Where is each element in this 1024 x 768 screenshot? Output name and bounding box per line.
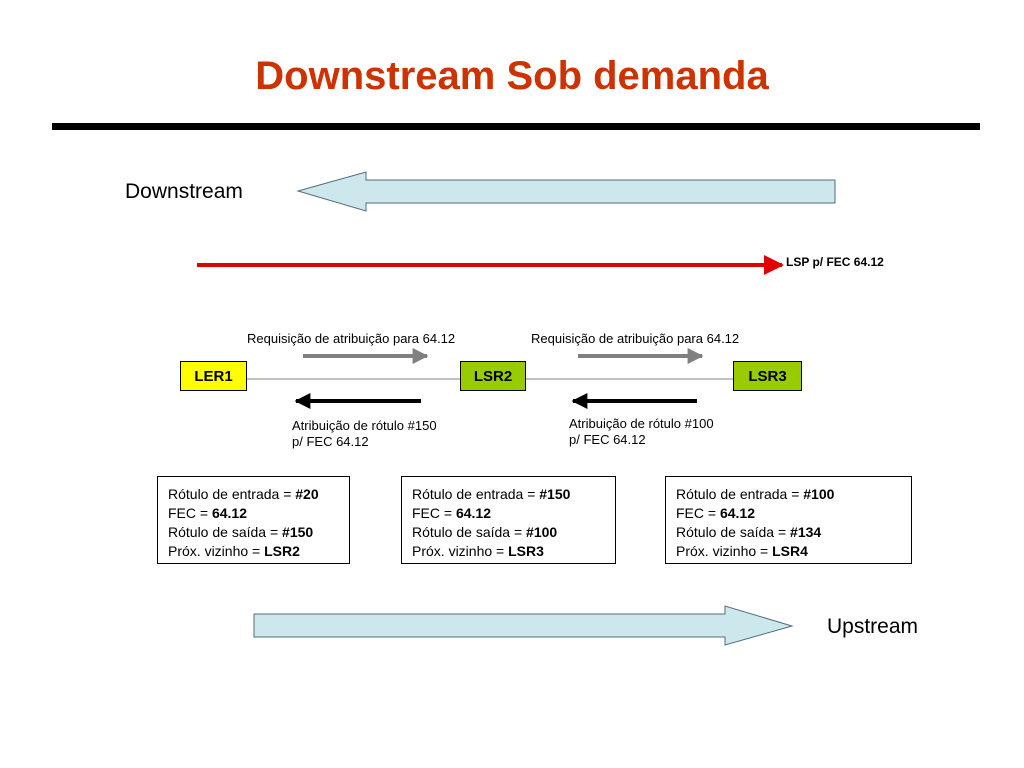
assignment-label-2-line1: Atribuição de rótulo #100 (569, 416, 714, 431)
table-row-out: Rótulo de saída = #134 (676, 524, 822, 540)
node-lsr3: LSR3 (733, 361, 802, 391)
assignment-label-1-line1: Atribuição de rótulo #150 (292, 418, 437, 433)
node-ler1: LER1 (180, 361, 247, 391)
label-table-ler1: Rótulo de entrada = #20 FEC = 64.12 Rótu… (157, 476, 350, 564)
table-row-in: Rótulo de entrada = #150 (412, 486, 571, 502)
downstream-label: Downstream (125, 180, 243, 203)
table-row-fec: FEC = 64.12 (412, 505, 492, 521)
assignment-label-2: Atribuição de rótulo #100 p/ FEC 64.12 (569, 416, 714, 448)
table-row-fec: FEC = 64.12 (676, 505, 756, 521)
title-divider (52, 123, 980, 130)
table-row-in: Rótulo de entrada = #100 (676, 486, 835, 502)
table-row-out: Rótulo de saída = #100 (412, 524, 558, 540)
assignment-label-1: Atribuição de rótulo #150 p/ FEC 64.12 (292, 418, 437, 450)
upstream-label: Upstream (827, 615, 919, 638)
table-row-out: Rótulo de saída = #150 (168, 524, 314, 540)
request-label-2: Requisição de atribuição para 64.12 (531, 331, 740, 346)
table-row-next: Próx. vizinho = LSR4 (676, 543, 808, 559)
downstream-arrow (296, 171, 836, 212)
assignment-label-1-line2: p/ FEC 64.12 (292, 434, 369, 449)
upstream-arrow (253, 605, 794, 646)
request-label-1: Requisição de atribuição para 64.12 (247, 331, 456, 346)
table-row-next: Próx. vizinho = LSR3 (412, 543, 544, 559)
node-lsr2: LSR2 (460, 361, 526, 391)
lsp-label: LSP p/ FEC 64.12 (786, 255, 884, 269)
table-row-next: Próx. vizinho = LSR2 (168, 543, 300, 559)
assignment-label-2-line2: p/ FEC 64.12 (569, 432, 646, 447)
table-row-fec: FEC = 64.12 (168, 505, 248, 521)
table-row-in: Rótulo de entrada = #20 (168, 486, 319, 502)
label-table-lsr2: Rótulo de entrada = #150 FEC = 64.12 Rót… (401, 476, 616, 564)
page-title: Downstream Sob demanda (255, 54, 769, 98)
label-table-lsr3: Rótulo de entrada = #100 FEC = 64.12 Rót… (665, 476, 912, 564)
